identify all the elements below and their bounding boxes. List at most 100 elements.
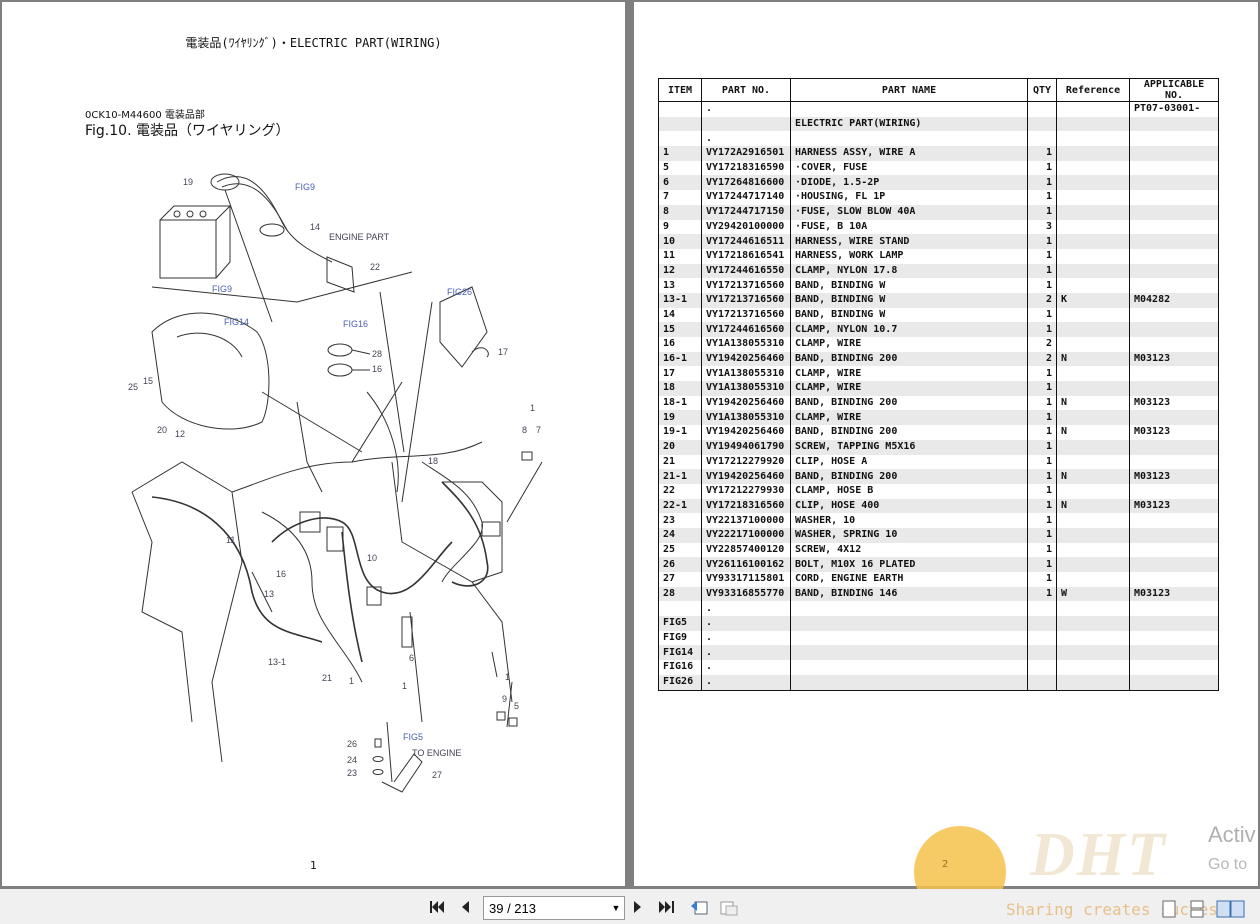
diagram-label-17: 17	[498, 347, 508, 357]
next-page-button[interactable]	[630, 898, 646, 916]
cell-reference	[1056, 219, 1130, 235]
cell-qty: 1	[1027, 586, 1057, 602]
cell-applicable-no	[1129, 645, 1219, 661]
table-row: FIG5.	[658, 616, 1219, 631]
cell-qty	[1027, 131, 1057, 147]
watermark-activate: Activ	[1208, 822, 1256, 847]
cell-part-no: VY22137100000	[701, 513, 791, 528]
cell-part-name: CLAMP, NYLON 17.8	[790, 263, 1028, 279]
diagram-label-10: 10	[367, 553, 377, 563]
cell-part-no: VY17264816600	[701, 175, 791, 191]
cell-item: 24	[658, 527, 702, 543]
diagram-label-21: 21	[322, 673, 332, 683]
cell-part-no: VY1A138055310	[701, 366, 791, 382]
header-applicable-no: APPLICABLE NO.	[1129, 78, 1219, 102]
go-forward-view-button[interactable]	[718, 898, 740, 916]
cell-item: FIG26	[658, 674, 702, 691]
diagram-label-16b: 16	[276, 569, 286, 579]
cell-item: 12	[658, 263, 702, 279]
cell-part-name: SCREW, TAPPING M5X16	[790, 439, 1028, 455]
diagram-label-19: 19	[183, 177, 193, 187]
watermark-goto: Go to	[1208, 856, 1248, 873]
page-indicator-text: 39 / 213	[489, 900, 536, 916]
cell-item: 17	[658, 366, 702, 382]
cell-qty: 1	[1027, 146, 1057, 161]
cell-item: 16-1	[658, 351, 702, 367]
brand-logo: DHT	[1030, 821, 1167, 889]
cell-applicable-no	[1129, 219, 1219, 235]
cell-part-name: BAND, BINDING 200	[790, 395, 1028, 411]
cell-reference: N	[1056, 395, 1130, 411]
cell-applicable-no	[1129, 175, 1219, 191]
left-document-page: 電装品(ﾜｲﾔﾘﾝｸﾞ)・ELECTRIC PART(WIRING) 0CK10…	[2, 2, 625, 886]
cell-part-no: .	[701, 660, 791, 675]
cell-part-name	[790, 601, 1028, 617]
page-number-select[interactable]: 39 / 213 ▼	[483, 896, 625, 920]
go-back-view-button[interactable]	[688, 898, 710, 916]
cell-reference	[1056, 101, 1130, 117]
cell-part-no: VY17244717150	[701, 204, 791, 220]
last-page-button[interactable]	[657, 898, 677, 916]
table-row: FIG9.	[658, 630, 1219, 646]
cell-part-no: VY22857400120	[701, 542, 791, 558]
chevron-down-icon[interactable]: ▼	[611, 903, 621, 913]
cell-applicable-no	[1129, 630, 1219, 646]
cell-part-name: BAND, BINDING W	[790, 307, 1028, 323]
cell-item: 22-1	[658, 498, 702, 514]
cell-applicable-no: PT07-03001-	[1129, 101, 1219, 117]
cell-part-no: VY17212279920	[701, 454, 791, 470]
table-header-row: ITEM PART NO. PART NAME QTY Reference AP…	[658, 78, 1219, 102]
cell-item: 14	[658, 307, 702, 323]
right-document-page: ITEM PART NO. PART NAME QTY Reference AP…	[634, 2, 1258, 886]
cell-item: 6	[658, 175, 702, 191]
cell-part-no: VY17244616550	[701, 263, 791, 279]
header-reference: Reference	[1056, 78, 1130, 102]
continuous-view-icon[interactable]	[1188, 900, 1206, 918]
cell-item: 27	[658, 572, 702, 587]
cell-qty: 1	[1027, 307, 1057, 323]
cell-part-no: VY17218316590	[701, 160, 791, 176]
pdf-toolbar	[0, 889, 1260, 924]
cell-reference	[1056, 116, 1130, 132]
cell-part-no: VY1A138055310	[701, 410, 791, 426]
cell-part-name: CLAMP, WIRE	[790, 381, 1028, 396]
cell-part-name	[790, 101, 1028, 117]
cell-reference	[1056, 263, 1130, 279]
cell-qty	[1027, 616, 1057, 631]
cell-applicable-no: M03123	[1129, 469, 1219, 484]
two-page-view-icon[interactable]	[1216, 900, 1246, 918]
single-page-view-icon[interactable]	[1160, 900, 1178, 918]
table-row: FIG26.	[658, 674, 1219, 691]
diagram-label-13-1: 13-1	[268, 657, 286, 667]
cell-qty: 1	[1027, 439, 1057, 455]
diagram-label-1: 1	[530, 403, 535, 413]
first-page-button[interactable]	[428, 898, 446, 916]
cell-part-name: ·DIODE, 1.5-2P	[790, 175, 1028, 191]
cell-reference	[1056, 439, 1130, 455]
prev-page-button[interactable]	[457, 898, 473, 916]
cell-item: 13	[658, 278, 702, 293]
battery-drawing	[159, 219, 217, 279]
cell-reference: N	[1056, 425, 1130, 440]
cell-reference	[1056, 630, 1130, 646]
cell-applicable-no: M03123	[1129, 586, 1219, 602]
cell-part-name: HARNESS ASSY, WIRE A	[790, 146, 1028, 161]
cell-part-name	[790, 630, 1028, 646]
cell-applicable-no	[1129, 572, 1219, 587]
cell-part-no: VY93316855770	[701, 586, 791, 602]
diagram-label-26: 26	[347, 739, 357, 749]
cell-part-name	[790, 131, 1028, 147]
cell-qty: 1	[1027, 175, 1057, 191]
cell-qty: 1	[1027, 278, 1057, 293]
header-part-no: PART NO.	[701, 78, 791, 102]
cell-part-name	[790, 674, 1028, 691]
